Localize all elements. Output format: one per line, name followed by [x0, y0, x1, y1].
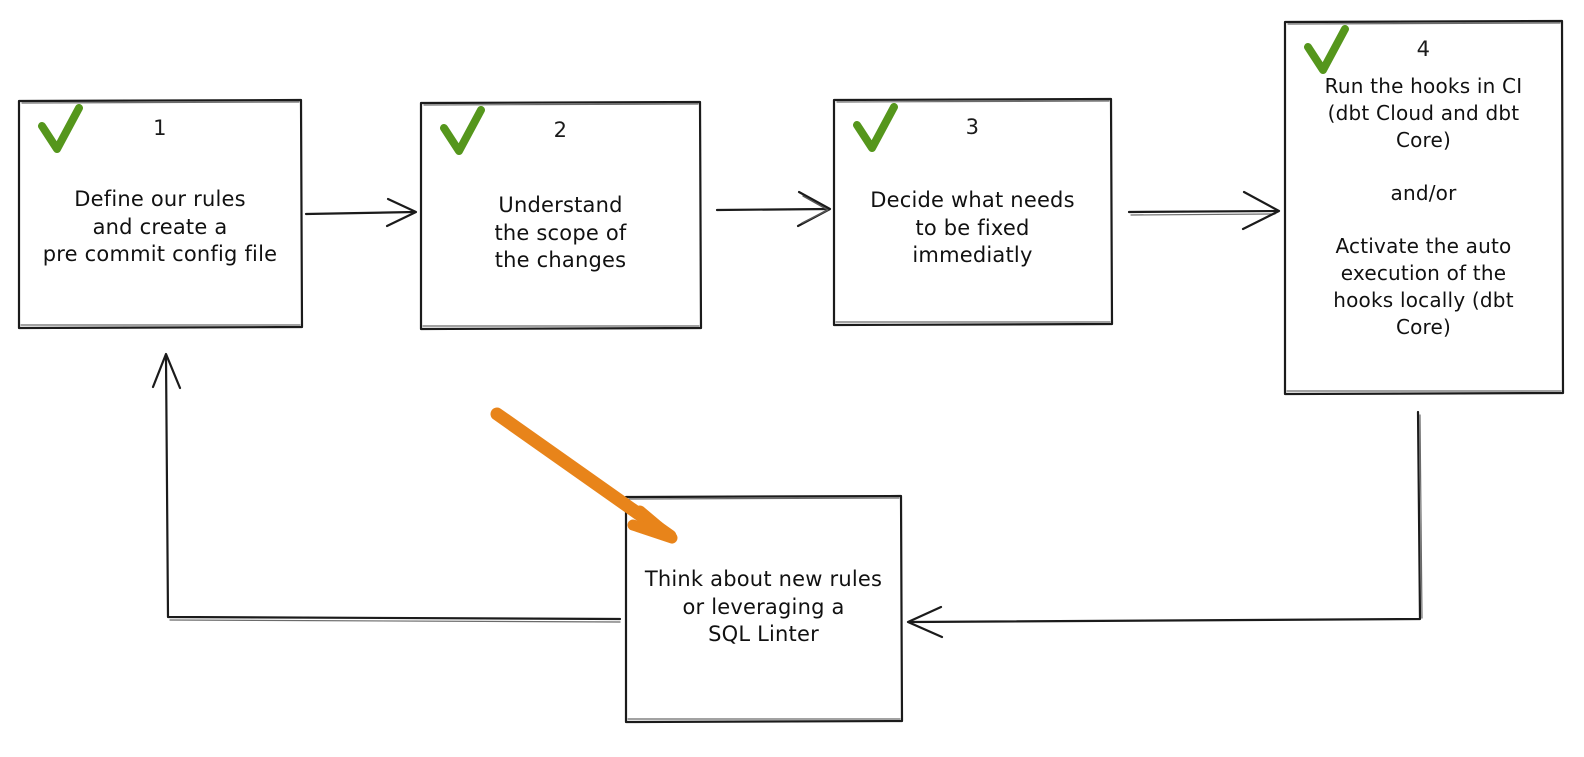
node-3-text: Decide what needs to be fixed immediatly — [870, 188, 1075, 268]
arrow-1-to-2 — [304, 197, 418, 228]
node-run-hooks-ci[interactable]: 4 Run the hooks in CI (dbt Cloud and dbt… — [1284, 21, 1563, 394]
arrow-5-to-1 — [151, 352, 622, 623]
node-1-header: 1 — [18, 100, 302, 164]
node-2-number: 2 — [553, 118, 568, 142]
green-check-icon — [440, 106, 485, 155]
green-check-icon — [38, 104, 83, 153]
node-5-header — [625, 496, 902, 540]
node-decide-fixes[interactable]: 3 Decide what needs to be fixed immediat… — [833, 99, 1112, 325]
node-3-header: 3 — [833, 99, 1112, 163]
node-think-new-rules[interactable]: Think about new rules or leveraging a SQ… — [625, 496, 902, 722]
node-5-text: Think about new rules or leveraging a SQ… — [644, 567, 883, 647]
node-4-header: 4 — [1284, 21, 1563, 74]
node-2-text: Understand the scope of the changes — [494, 193, 627, 273]
node-define-rules[interactable]: 1 Define our rules and create a pre comm… — [18, 100, 302, 328]
node-1-number: 1 — [153, 116, 167, 140]
node-2-header: 2 — [420, 102, 701, 166]
node-1-text: Define our rules and create a pre commit… — [42, 187, 278, 267]
arrow-2-to-3 — [715, 190, 832, 228]
node-4-text-primary: Run the hooks in CI (dbt Cloud and dbt C… — [1324, 74, 1523, 152]
node-4-text-secondary: Activate the auto execution of the hooks… — [1333, 234, 1514, 339]
green-check-icon — [1304, 25, 1349, 74]
arrow-3-to-4 — [1127, 190, 1281, 231]
green-check-icon — [853, 103, 898, 152]
node-4-text-connector: and/or — [1390, 181, 1457, 205]
node-understand-scope[interactable]: 2 Understand the scope of the changes — [420, 102, 701, 329]
node-4-number: 4 — [1416, 37, 1431, 61]
arrow-4-to-5 — [906, 410, 1423, 639]
node-3-number: 3 — [965, 115, 980, 139]
